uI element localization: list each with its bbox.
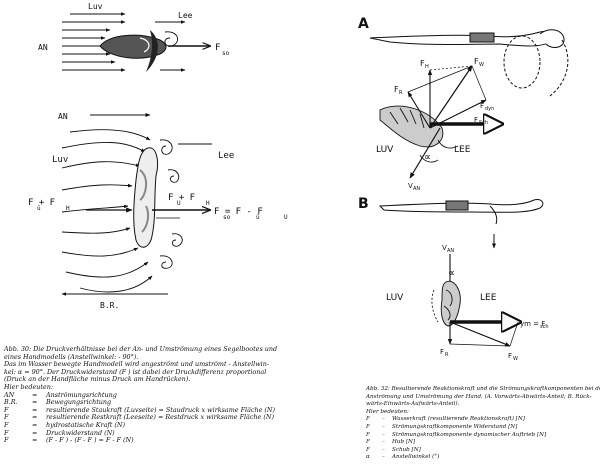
hand-b-body — [431, 280, 461, 327]
svg-text:R: R — [445, 352, 449, 358]
svg-text:Sch: Sch — [479, 120, 488, 126]
legend-row: F–Strömungskraftkomponente Widerstand [N… — [366, 423, 518, 430]
fw-arrow — [429, 65, 473, 129]
fr-arrow — [407, 91, 431, 129]
luv-label: Luv — [88, 2, 103, 11]
svg-text:AN: AN — [413, 186, 420, 192]
svg-text:so: so — [222, 50, 230, 57]
fr-label: F — [394, 85, 399, 94]
figure-30-diagram: Luv Lee AN F so AN Luv Lee F + F ü H F +… — [28, 2, 288, 310]
lee-vortex — [164, 31, 179, 47]
swimmer-b — [378, 199, 544, 249]
br-label: B.R. — [100, 301, 119, 310]
caption-30-here: Hier bedeuten: — [4, 382, 53, 391]
svg-text:U: U — [284, 214, 288, 221]
fdyn-label: F — [480, 102, 484, 110]
caption-32-title-3: wärts-Einwärts-Aufwärts-Anteil). — [366, 401, 460, 408]
caption-30-body-3: (Druck an der Handfläche minus Druck am … — [4, 375, 191, 384]
alpha-label-b: ∝ — [448, 268, 455, 279]
hand-flow-lines — [61, 129, 153, 293]
svg-text:AN: AN — [447, 248, 454, 254]
fw-arrow-b — [449, 321, 511, 347]
hand-model — [133, 147, 159, 248]
svg-text:dyn: dyn — [485, 106, 494, 112]
luv-label-a: LUV — [376, 145, 394, 155]
svg-text:U: U — [177, 200, 181, 207]
svg-text:R: R — [399, 90, 403, 96]
legend-row: F–Hub [N] — [366, 439, 416, 446]
svg-text:W: W — [479, 62, 484, 68]
van-label-b: V — [442, 244, 447, 252]
sailboat-hull — [99, 34, 167, 59]
fsch-label: F — [474, 116, 478, 124]
figure-30-caption: Abb. 30: Die Druckverhältnisse bei der A… — [4, 345, 349, 445]
svg-text:so: so — [223, 214, 231, 221]
van-arrow-a — [409, 127, 441, 179]
legend-row: F–Schub [N] — [366, 446, 421, 453]
lee-label-a: LEE — [454, 145, 471, 155]
caption-30-body-1: Das im Wasser bewegte Handmodell wird an… — [4, 360, 269, 369]
legend-row: F=Druckwiderstand (N) — [4, 428, 115, 437]
legend-row: F–Strömungskraftkomponente dynamischer A… — [366, 431, 547, 438]
luv-label-b: LUV — [386, 293, 404, 303]
svg-text:H: H — [425, 64, 429, 70]
svg-text:ü: ü — [256, 214, 260, 221]
fu-fh-label-left: F + F — [28, 198, 55, 208]
van-label-a: V — [408, 182, 413, 190]
caption-30-legend: AN=Anströmungsrichtung B.R.=Bewegungsric… — [4, 390, 349, 445]
svg-text:sch: sch — [540, 324, 549, 330]
legend-row: F=(F - F ) - (F - F ) = F - F (N) — [4, 436, 134, 445]
figure-32-caption: Abb. 32: Resultierende Reaktionskraft un… — [366, 386, 600, 462]
legend-row: F–Wasserkraft (resultierende Reaktionskr… — [366, 416, 525, 423]
lee-label-2: Lee — [218, 151, 234, 161]
svg-text:W: W — [513, 356, 518, 362]
hand-a-body — [379, 105, 459, 149]
caption-30-body-2: kel: α = 90°. Der Druckwiderstand (F ) i… — [4, 367, 267, 376]
panel-b-letter: B — [358, 196, 369, 212]
caption-30-title-1: Abb. 30: Die Druckverhältnisse bei der A… — [4, 345, 278, 353]
panel-a-letter: A — [358, 16, 369, 32]
legend-row: B.R.=Bewegungsrichtung — [4, 398, 112, 407]
legend-row: F=resultierende Restkraft (Leeseite) = R… — [4, 413, 274, 422]
legend-row: AN=Anströmungsrichtung — [4, 390, 117, 399]
svg-text:ü: ü — [37, 205, 41, 212]
caption-32-title-1: Abb. 32: Resultierende Reaktionskraft un… — [366, 386, 600, 392]
fr-label-b: F — [440, 348, 444, 356]
fw-label-b: F — [508, 352, 512, 360]
lee-vortices — [159, 139, 212, 269]
fso-label: F — [215, 43, 220, 53]
fw-label: F — [474, 57, 479, 66]
svg-text:H: H — [206, 200, 210, 207]
luv-label-2: Luv — [52, 155, 68, 165]
sailboat-flow-lines — [62, 12, 186, 72]
an-label: AN — [38, 43, 48, 52]
svg-text:H: H — [66, 205, 70, 212]
alpha-label-a: ∝ — [424, 152, 431, 163]
fu-fh-label-right: F + F — [168, 193, 195, 203]
caption-30-title-2: eines Handmodells (Anstellwinkel: - 90°)… — [4, 352, 139, 361]
swimmer-a — [369, 29, 569, 97]
legend-row: α–Anstellwinkel (°) — [366, 454, 440, 461]
lee-label: Lee — [178, 11, 193, 20]
legend-row: F=hydrostatische Kraft (N) — [4, 420, 125, 429]
legend-row: F=resultierende Staukraft (Luvseite) = S… — [4, 405, 275, 414]
fso-equation: F = F - F — [214, 207, 263, 217]
caption-32-here: Hier bedeuten: — [366, 408, 409, 415]
caption-32-legend: F–Wasserkraft (resultierende Reaktionskr… — [366, 416, 598, 462]
fh-label: F — [420, 59, 425, 68]
sail-icon — [146, 30, 158, 72]
an-label-2: AN — [58, 112, 68, 121]
fsch-label-b: ym = F — [520, 320, 545, 328]
lee-label-b: LEE — [480, 293, 497, 303]
caption-32-title-2: Anströmung und Umströmung der Hand. (A. … — [366, 393, 592, 400]
